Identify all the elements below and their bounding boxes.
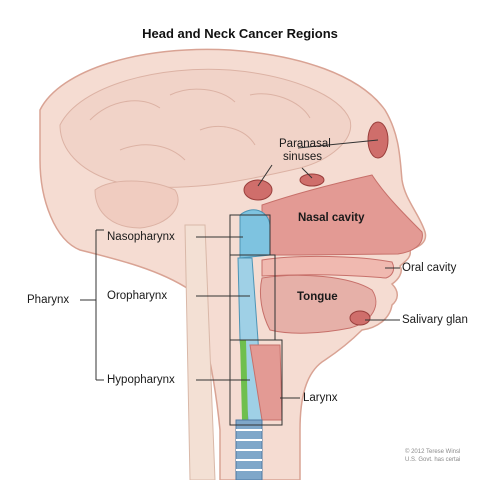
label-salivary-glands: Salivary glan: [402, 314, 468, 326]
label-nasal-cavity: Nasal cavity: [298, 212, 365, 224]
tongue-region: [259, 274, 377, 334]
label-larynx: Larynx: [303, 392, 338, 404]
label-paranasal-line1: Paranasal: [279, 138, 331, 150]
nasal-cavity-region: [261, 174, 423, 256]
diagram-title: Head and Neck Cancer Regions: [142, 26, 338, 41]
label-pharynx: Pharynx: [27, 294, 70, 306]
nasopharynx-region: [239, 209, 271, 259]
spinal-column: [184, 224, 216, 480]
label-nasopharynx: Nasopharynx: [107, 231, 175, 243]
sphenoid-sinus: [243, 179, 273, 201]
label-oropharynx: Oropharynx: [107, 290, 168, 302]
copyright-line1: © 2012 Terese Winsl: [405, 449, 461, 455]
salivary-gland: [349, 310, 371, 326]
label-oral-cavity: Oral cavity: [402, 262, 457, 274]
label-hypopharynx: Hypopharynx: [107, 374, 175, 386]
cerebellum: [94, 180, 179, 229]
label-tongue: Tongue: [297, 291, 338, 303]
label-paranasal-line2: sinuses: [283, 151, 322, 163]
copyright-line2: U.S. Govt. has certai: [405, 457, 461, 463]
oral-cavity-region: [261, 255, 395, 279]
trachea: [235, 419, 263, 480]
ethmoid-sinus: [299, 173, 325, 187]
leader-lines: [80, 139, 400, 426]
